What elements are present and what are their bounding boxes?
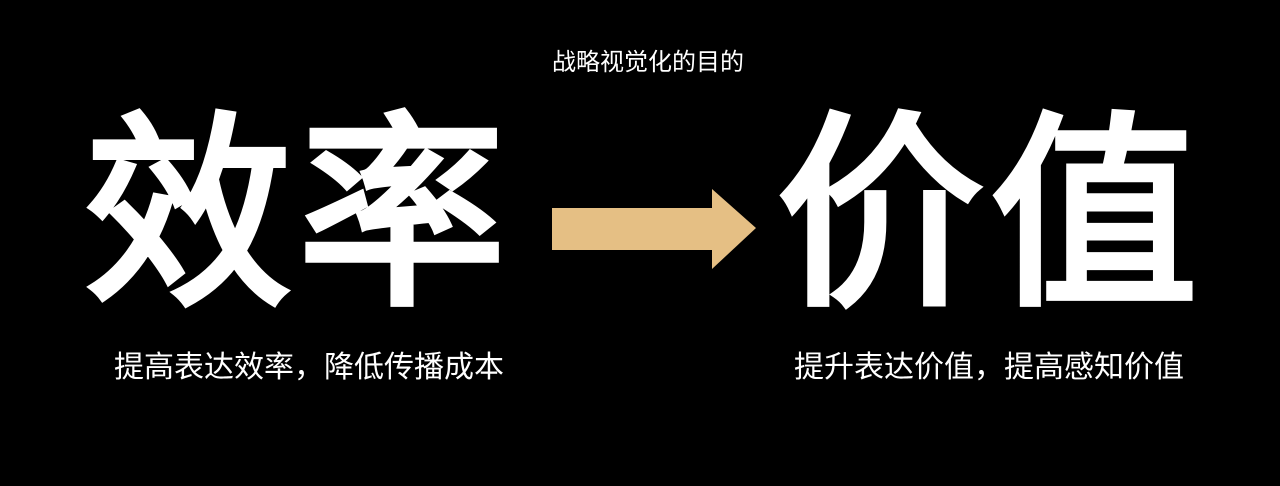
arrow-shape	[552, 189, 756, 269]
efficiency-word: 效率	[84, 95, 512, 337]
value-caption: 提升表达价值，提高感知价值	[794, 350, 1184, 385]
slide-subtitle: 战略视觉化的目的	[552, 48, 744, 76]
right-arrow-icon	[552, 189, 756, 269]
value-word: 价值	[776, 95, 1204, 337]
efficiency-caption: 提高表达效率，降低传播成本	[114, 350, 504, 385]
